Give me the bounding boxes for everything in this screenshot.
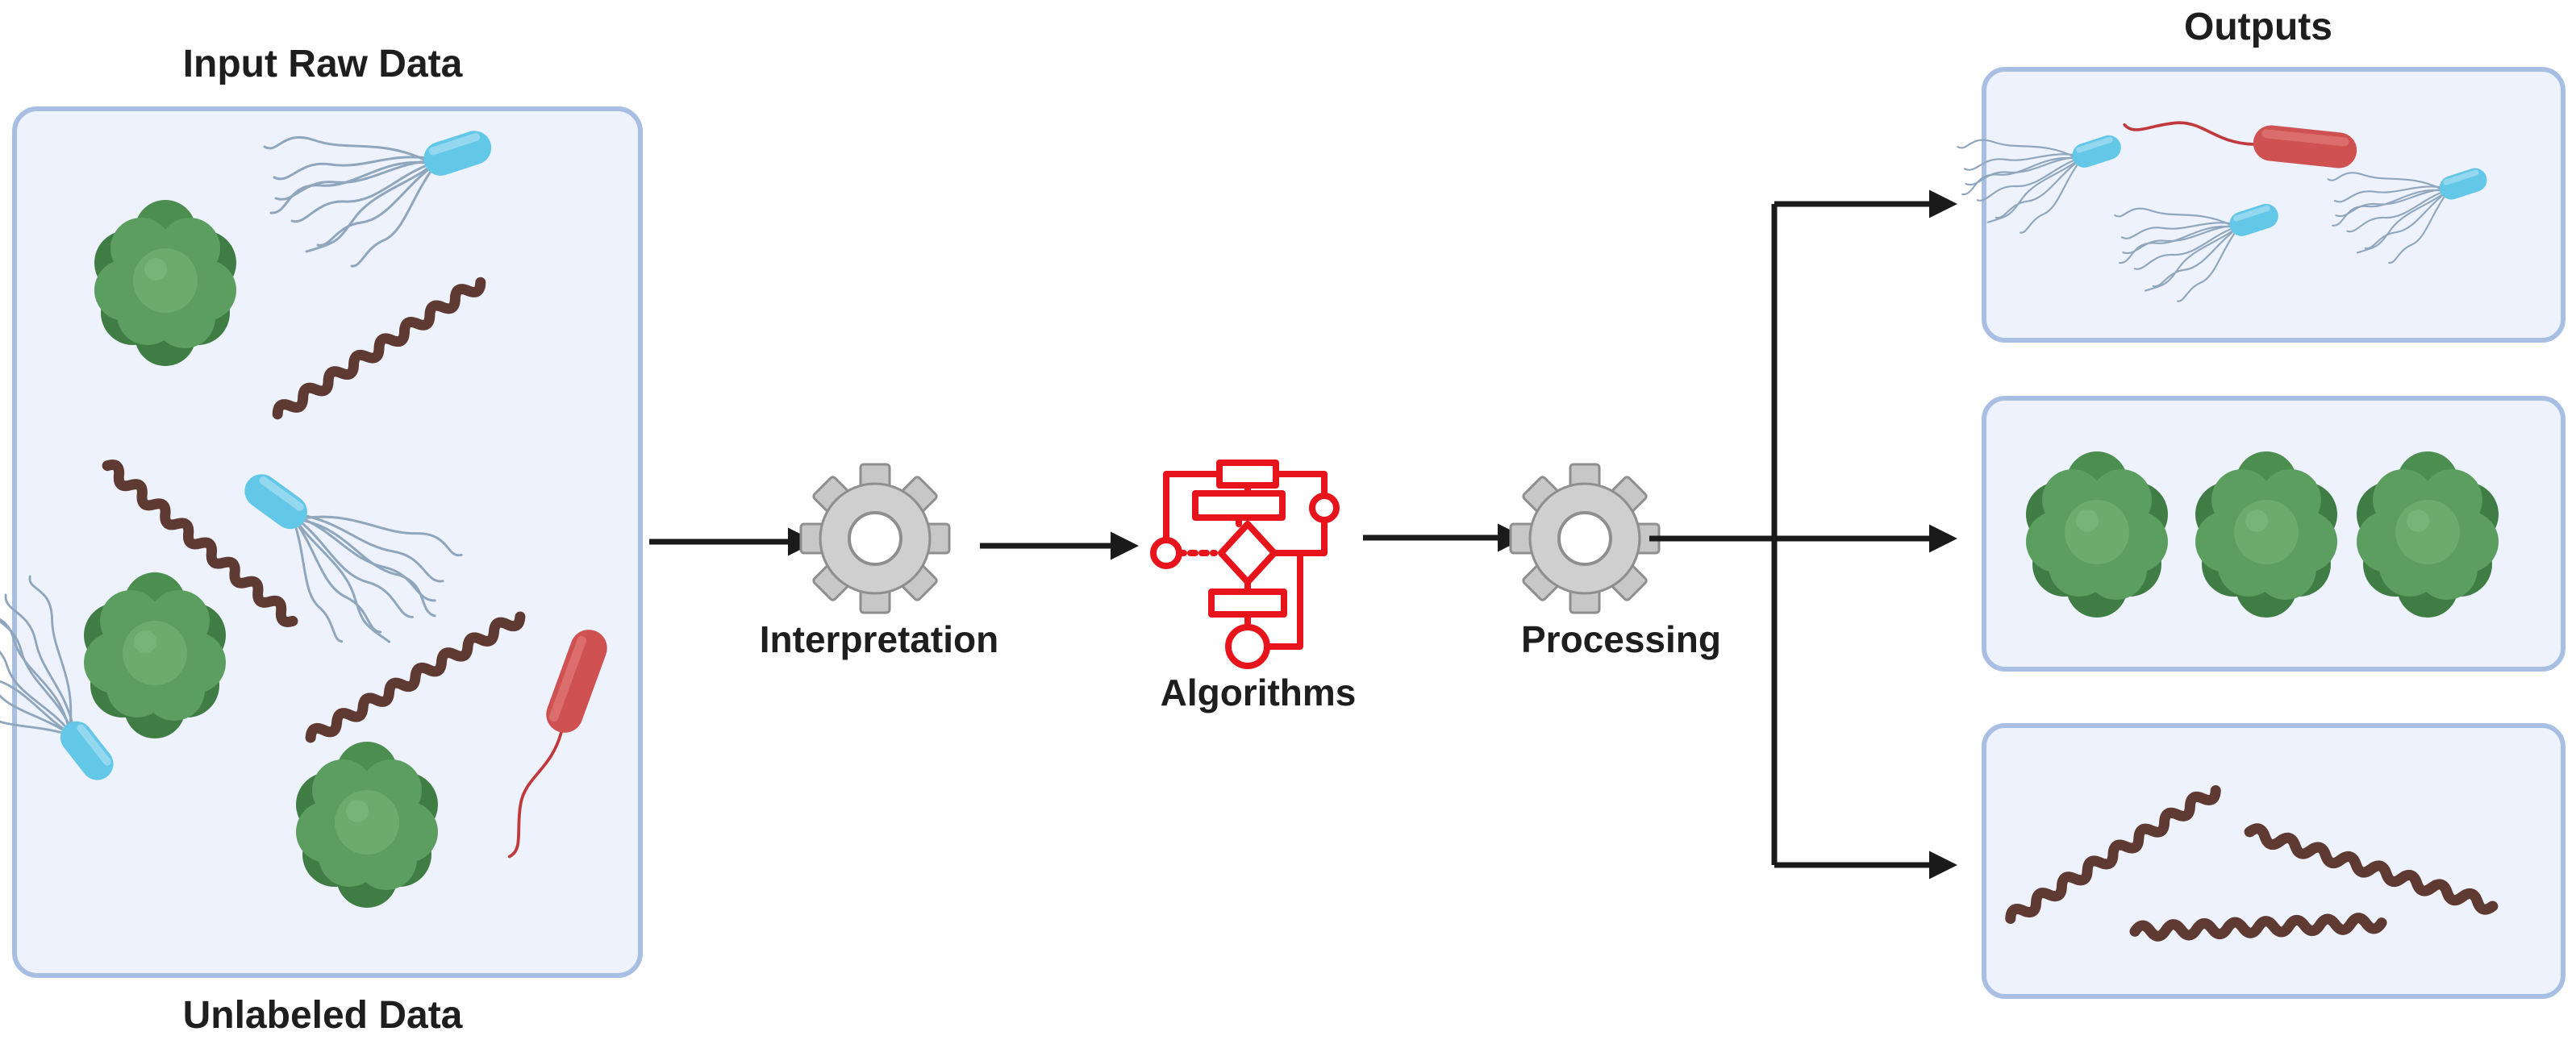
input-caption: Unlabeled Data [182, 994, 463, 1037]
algorithms-label: Algorithms [1160, 672, 1357, 713]
gear-icon [1509, 463, 1661, 614]
output-branch-arrows [1649, 189, 1957, 880]
input-title: Input Raw Data [182, 43, 463, 85]
output-cocci-group [2026, 451, 2499, 618]
interpretation-label: Interpretation [759, 618, 999, 660]
outputs-title: Outputs [2184, 6, 2332, 48]
output-panel-spirochetes [1982, 723, 2566, 999]
algorithm-flowchart-icon [1150, 460, 1340, 669]
gear-icon [799, 463, 951, 614]
output-panel-flagellated [1982, 67, 2566, 343]
processing-label: Processing [1521, 618, 1721, 660]
